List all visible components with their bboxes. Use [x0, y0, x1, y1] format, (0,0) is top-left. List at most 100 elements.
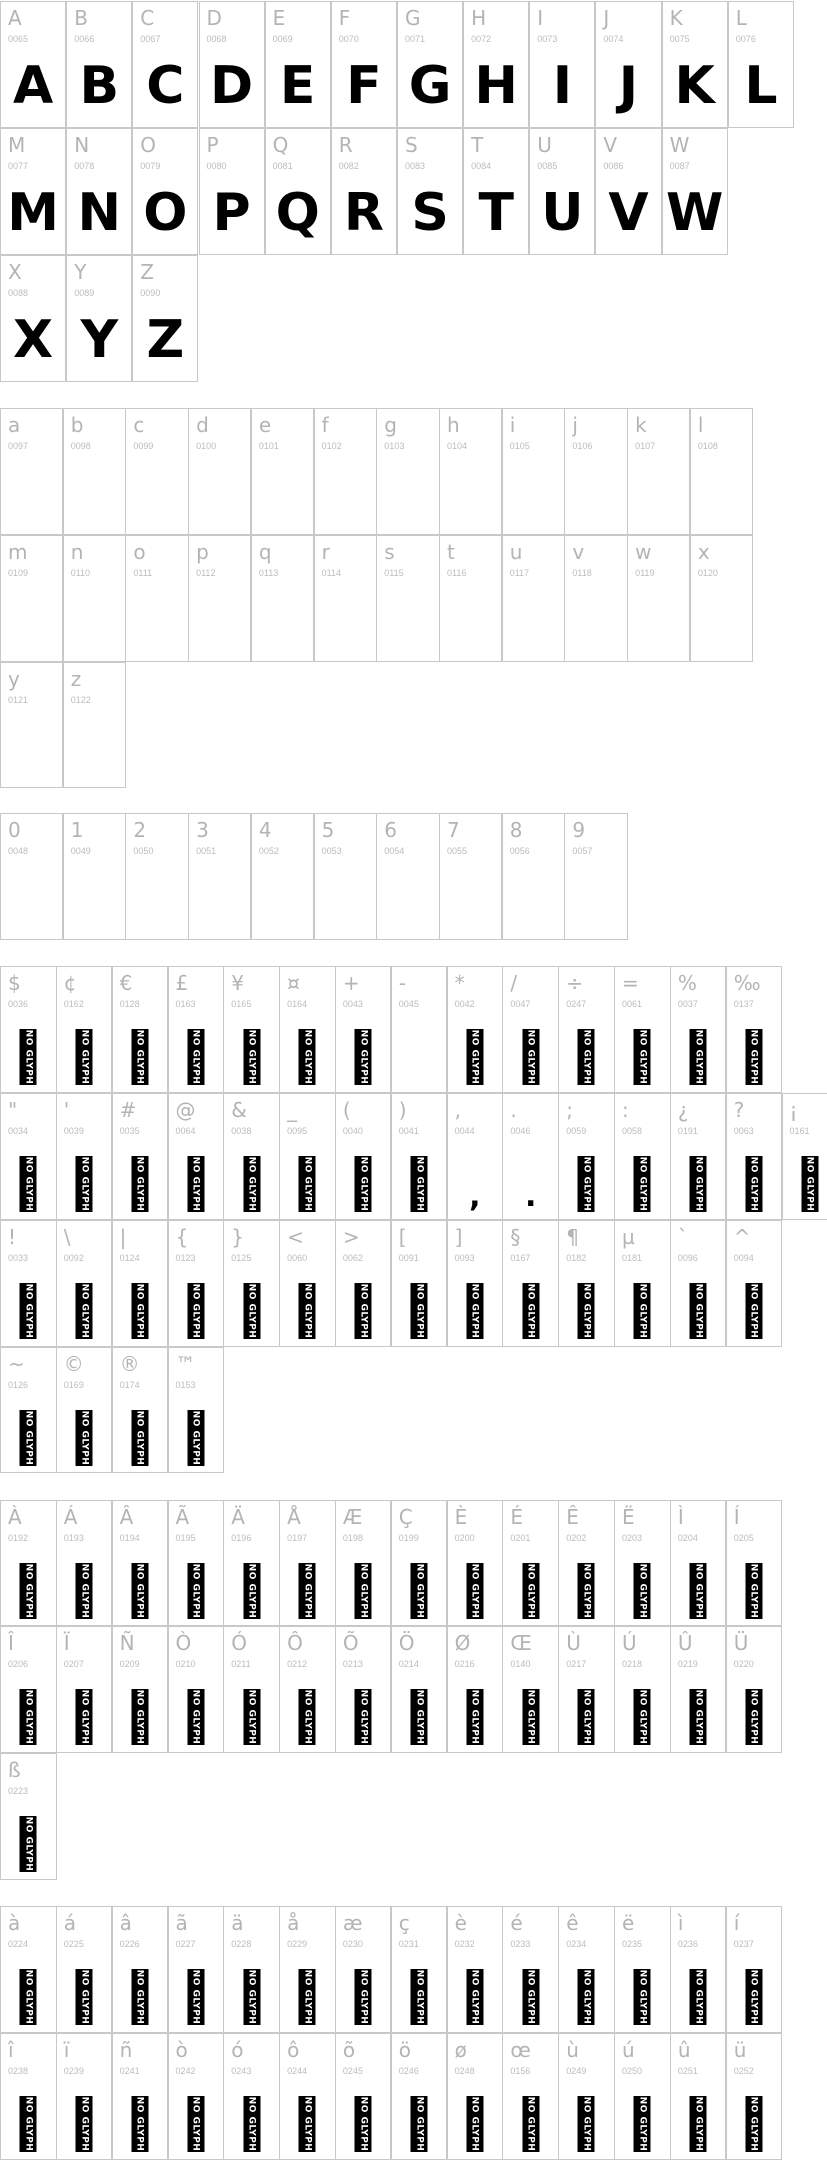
no-glyph-badge: NO GLYPH: [19, 1562, 37, 1619]
no-glyph-text: NO GLYPH: [190, 1283, 201, 1339]
no-glyph-badge: NO GLYPH: [19, 1409, 37, 1466]
glyph-char-label: û: [677, 2038, 691, 2062]
glyph-code-label: 0091: [398, 1252, 419, 1263]
no-glyph-badge: NO GLYPH: [354, 1156, 372, 1212]
glyph-char-label: ": [8, 1098, 18, 1122]
no-glyph-text: NO GLYPH: [469, 1563, 480, 1618]
glyph-code-label: 0169: [63, 1379, 84, 1390]
no-glyph-badge: NO GLYPH: [298, 2096, 316, 2152]
glyph-code-label: 0099: [133, 441, 154, 451]
glyph-char-label: Ñ: [119, 1631, 135, 1656]
glyph-code-label: 0103: [384, 441, 405, 451]
glyph-code-label: 0083: [405, 161, 426, 172]
glyph-char-label: µ: [622, 1224, 635, 1249]
no-glyph-badge: NO GLYPH: [466, 1969, 484, 2026]
glyph-code-label: 0248: [454, 2066, 475, 2076]
glyph-code-label: 0125: [231, 1252, 252, 1263]
no-glyph-badge: NO GLYPH: [243, 1562, 261, 1619]
no-glyph-badge: NO GLYPH: [410, 1282, 428, 1339]
glyph-code-label: 0072: [471, 34, 492, 45]
no-glyph-badge: NO GLYPH: [354, 1689, 372, 1746]
glyph-char-label: ô: [287, 2038, 300, 2062]
no-glyph-text: NO GLYPH: [748, 1969, 759, 2025]
glyph-char-label: t: [447, 539, 455, 564]
no-glyph-text: NO GLYPH: [414, 2096, 425, 2152]
glyph-code-label: 0225: [63, 1939, 84, 1950]
no-glyph-text: NO GLYPH: [246, 1029, 257, 1085]
no-glyph-badge: NO GLYPH: [243, 1156, 261, 1212]
glyph-char-label: u: [509, 539, 523, 564]
glyph-code-label: 0174: [119, 1379, 140, 1390]
glyph-code-label: 0201: [510, 1532, 531, 1543]
glyph-code-label: 0220: [733, 1659, 754, 1670]
glyph-code-label: 0118: [572, 567, 592, 578]
no-glyph-text: NO GLYPH: [469, 1969, 480, 2025]
glyph-char-label: c: [133, 413, 145, 437]
glyph-code-label: 0239: [63, 2066, 84, 2076]
glyph-code-label: 0192: [8, 1532, 29, 1543]
glyph-code-label: 0196: [231, 1532, 252, 1543]
no-glyph-badge: NO GLYPH: [354, 1562, 372, 1619]
no-glyph-text: NO GLYPH: [246, 1156, 257, 1212]
no-glyph-badge: NO GLYPH: [187, 1689, 205, 1746]
glyph-code-label: 0198: [342, 1532, 363, 1543]
glyph-code-label: 0207: [63, 1659, 84, 1670]
glyph-char-label: ò: [175, 2038, 188, 2062]
no-glyph-text: NO GLYPH: [358, 1563, 369, 1618]
glyph-char-label: Z: [140, 260, 154, 284]
glyph-char-label: à: [8, 1911, 21, 1936]
no-glyph-badge: NO GLYPH: [577, 1689, 595, 1746]
glyph-code-label: 0084: [471, 161, 492, 172]
no-glyph-text: NO GLYPH: [302, 1563, 313, 1618]
glyph-char-label: ~: [8, 1351, 25, 1376]
no-glyph-badge: NO GLYPH: [522, 1689, 540, 1746]
glyph-code-label: 0082: [338, 161, 359, 172]
no-glyph-text: NO GLYPH: [525, 1690, 536, 1745]
glyph-char-label: Ò: [175, 1631, 192, 1656]
glyph-char-label: B: [74, 6, 88, 31]
no-glyph-text: NO GLYPH: [190, 1563, 201, 1618]
no-glyph-badge: NO GLYPH: [187, 1282, 205, 1339]
glyph-code-label: 0075: [669, 34, 690, 45]
glyph-code-label: 0100: [196, 441, 217, 451]
no-glyph-badge: NO GLYPH: [577, 1969, 595, 2026]
glyph-code-label: 0210: [175, 1659, 196, 1670]
no-glyph-text: NO GLYPH: [637, 1283, 648, 1339]
no-glyph-badge: NO GLYPH: [187, 1409, 205, 1466]
glyph-code-label: 0079: [140, 161, 161, 172]
no-glyph-badge: NO GLYPH: [354, 1029, 372, 1086]
no-glyph-badge: NO GLYPH: [689, 1156, 707, 1212]
no-glyph-text: NO GLYPH: [358, 1283, 369, 1339]
glyph-code-label: 0104: [447, 441, 468, 451]
no-glyph-text: NO GLYPH: [581, 1969, 592, 2025]
glyph-char-label: ñ: [119, 2038, 133, 2062]
glyph-char-label: ¥: [231, 971, 245, 996]
glyph-code-label: 0137: [733, 999, 754, 1010]
no-glyph-text: NO GLYPH: [246, 2096, 257, 2152]
no-glyph-text: NO GLYPH: [23, 1156, 34, 1212]
glyph-char-label: ¡: [789, 1098, 798, 1122]
no-glyph-text: NO GLYPH: [525, 2096, 536, 2152]
glyph-char-label: e: [258, 413, 272, 437]
